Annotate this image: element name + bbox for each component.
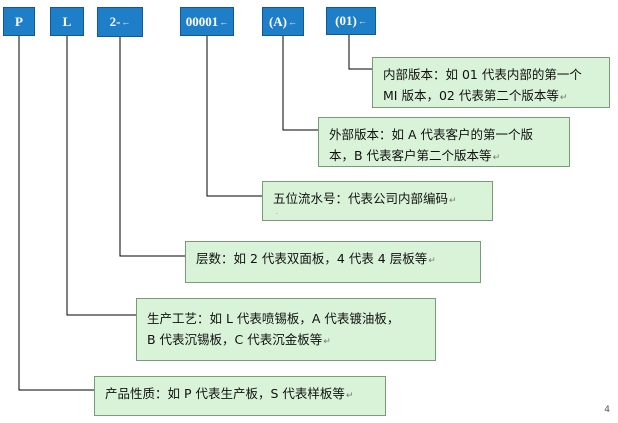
code-layers-label: 2- (109, 14, 121, 29)
code-serial-label: 00001 (185, 13, 219, 29)
desc-external-version-line-2: 本，B 代表客户第二个版本等 (329, 148, 492, 163)
page-number: 4 (604, 405, 610, 415)
desc-internal-version: 内部版本：如 01 代表内部的第一个 MI 版本，02 代表第二个版本等↵ (372, 57, 610, 108)
connector-ext (282, 36, 318, 131)
desc-layer-count-line-1: 层数：如 2 代表双面板，4 代表 4 层板等 (196, 251, 428, 266)
code-serial: 00001 ← (180, 7, 234, 36)
arrow-mark-icon: ← (357, 16, 367, 26)
arrow-mark-icon: ← (288, 16, 298, 27)
return-mark-icon: ↵ (492, 153, 501, 163)
code-l-label: L (62, 13, 72, 29)
desc-process: 生产工艺：如 L 代表喷锡板，A 代表镀油板， B 代表沉锡板，C 代表沉金板等… (136, 298, 436, 361)
code-int-label: (01) (335, 13, 357, 28)
desc-external-version: 外部版本：如 A 代表客户的第一个版 本，B 代表客户第二个版本等↵ (318, 117, 570, 167)
return-mark-icon: ↵ (559, 93, 568, 103)
connector-int (348, 35, 372, 70)
desc-external-version-line-1: 外部版本：如 A 代表客户的第一个版 (329, 127, 533, 142)
arrow-mark-icon: ← (121, 17, 131, 27)
cursor-mark: . (276, 209, 278, 216)
return-mark-icon: ↵ (345, 391, 354, 401)
arrow-mark-icon: ← (219, 16, 229, 27)
connector-serial (206, 36, 262, 197)
code-ext-label: (A) (268, 13, 288, 29)
desc-layer-count: 层数：如 2 代表双面板，4 代表 4 层板等↵ (185, 241, 481, 283)
connector-l (66, 36, 136, 316)
desc-product-nature: 产品性质：如 P 代表生产板，S 代表样板等↵ (94, 376, 386, 416)
desc-product-nature-line-1: 产品性质：如 P 代表生产板，S 代表样板等 (105, 386, 345, 401)
code-ext: (A) ← (262, 7, 304, 36)
return-mark-icon: ↵ (449, 196, 457, 206)
desc-serial-number-line-1: 五位流水号：代表公司内部编码 (273, 191, 449, 206)
desc-process-line-2: B 代表沉锡板，C 代表沉金板等 (147, 332, 323, 347)
connector-p (18, 36, 94, 391)
desc-process-line-1: 生产工艺：如 L 代表喷锡板，A 代表镀油板， (147, 311, 400, 326)
return-mark-icon: ↵ (428, 256, 436, 266)
desc-serial-number: 五位流水号：代表公司内部编码↵ (262, 181, 493, 221)
code-p: P (3, 7, 35, 36)
code-int: (01) ← (326, 7, 376, 35)
code-l: L (50, 7, 84, 36)
code-p-label: P (15, 13, 23, 29)
code-layers: 2- ← (97, 7, 143, 37)
return-mark-icon: ↵ (323, 337, 331, 347)
desc-internal-version-line-1: 内部版本：如 01 代表内部的第一个 (383, 67, 582, 82)
desc-internal-version-line-2: MI 版本，02 代表第二个版本等 (383, 88, 559, 103)
connector-layers (119, 37, 185, 257)
